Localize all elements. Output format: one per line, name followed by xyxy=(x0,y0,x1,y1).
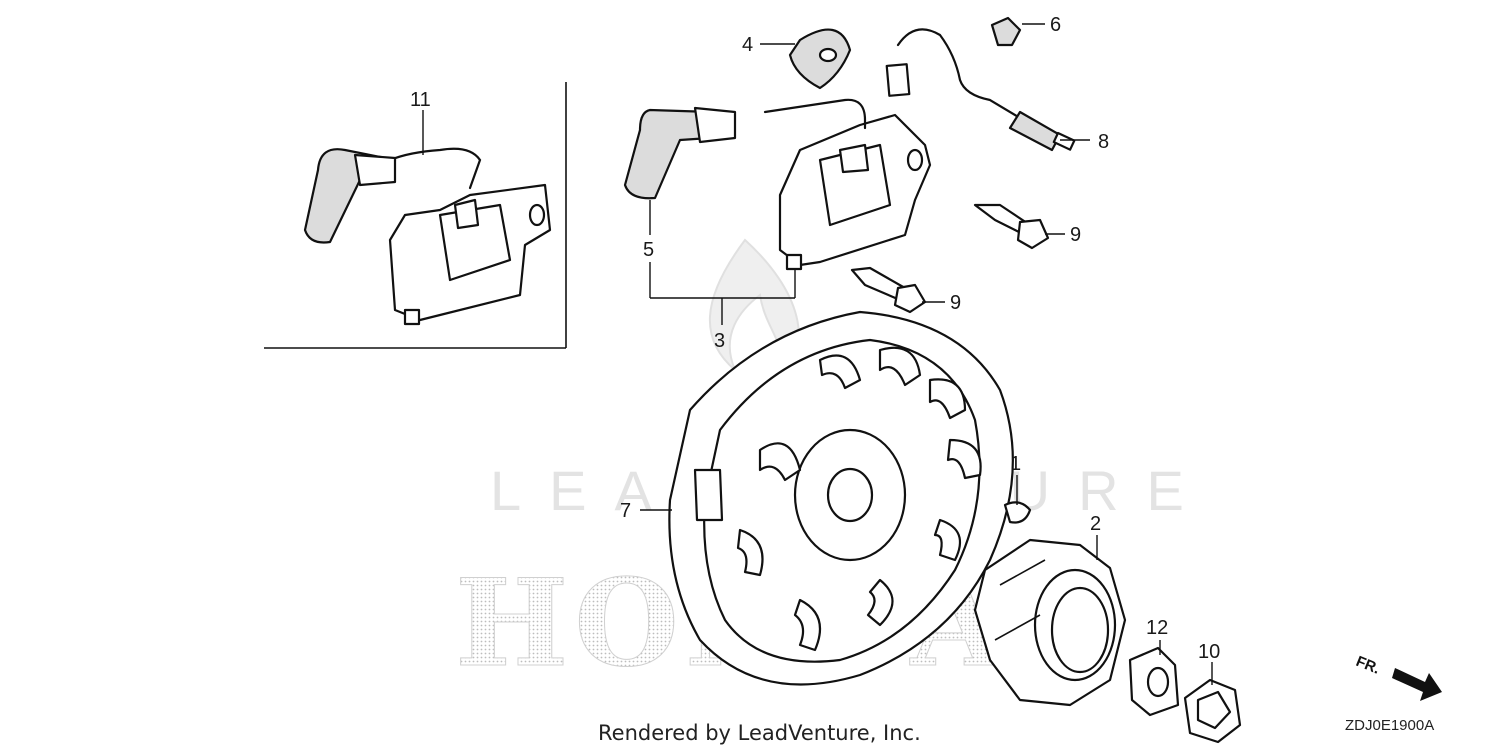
fr-label: FR. xyxy=(1354,653,1383,678)
diagram-code: ZDJ0E1900A xyxy=(1345,717,1434,734)
callout-8: 8 xyxy=(1098,131,1109,153)
part-3-ignition-coil xyxy=(778,113,932,271)
flywheel-fins xyxy=(736,346,982,652)
part-8-ground-wire xyxy=(885,28,1076,152)
callout-6: 6 xyxy=(1050,14,1061,36)
callout-9-lower: 9 xyxy=(950,292,961,314)
callout-11: 11 xyxy=(410,89,431,111)
callout-7: 7 xyxy=(620,500,631,522)
part-7-flywheel xyxy=(668,310,1014,686)
part-11-ignition-coil-assy xyxy=(303,147,552,326)
callout-2: 2 xyxy=(1090,513,1101,535)
inset-frame xyxy=(264,82,567,349)
part-6-clip xyxy=(990,16,1022,47)
part-4-cap xyxy=(788,28,852,90)
callout-3: 3 xyxy=(714,330,725,352)
rendered-by-credit: Rendered by LeadVenture, Inc. xyxy=(598,721,921,745)
part-2-starter-pulley xyxy=(973,538,1127,707)
part-5-spark-plug-cap xyxy=(623,98,867,200)
part-12-washer xyxy=(1128,646,1180,717)
part-9-bolt-upper xyxy=(973,203,1050,250)
part-9-bolt-lower xyxy=(850,266,927,314)
callout-1: 1 xyxy=(1010,453,1021,475)
callout-12: 12 xyxy=(1146,617,1168,639)
part-1-woodruff-key xyxy=(1003,501,1032,524)
callout-5: 5 xyxy=(643,239,654,261)
front-direction-indicator: FR. xyxy=(1354,653,1442,701)
callout-10: 10 xyxy=(1198,641,1220,663)
callouts: 1 2 3 4 5 6 7 8 9 9 10 11 12 xyxy=(410,14,1220,663)
part-10-flange-nut xyxy=(1183,678,1242,744)
fr-arrow-icon xyxy=(1392,668,1442,701)
leader-lines xyxy=(422,23,1213,685)
callout-4: 4 xyxy=(742,34,753,56)
callout-9-upper: 9 xyxy=(1070,224,1081,246)
